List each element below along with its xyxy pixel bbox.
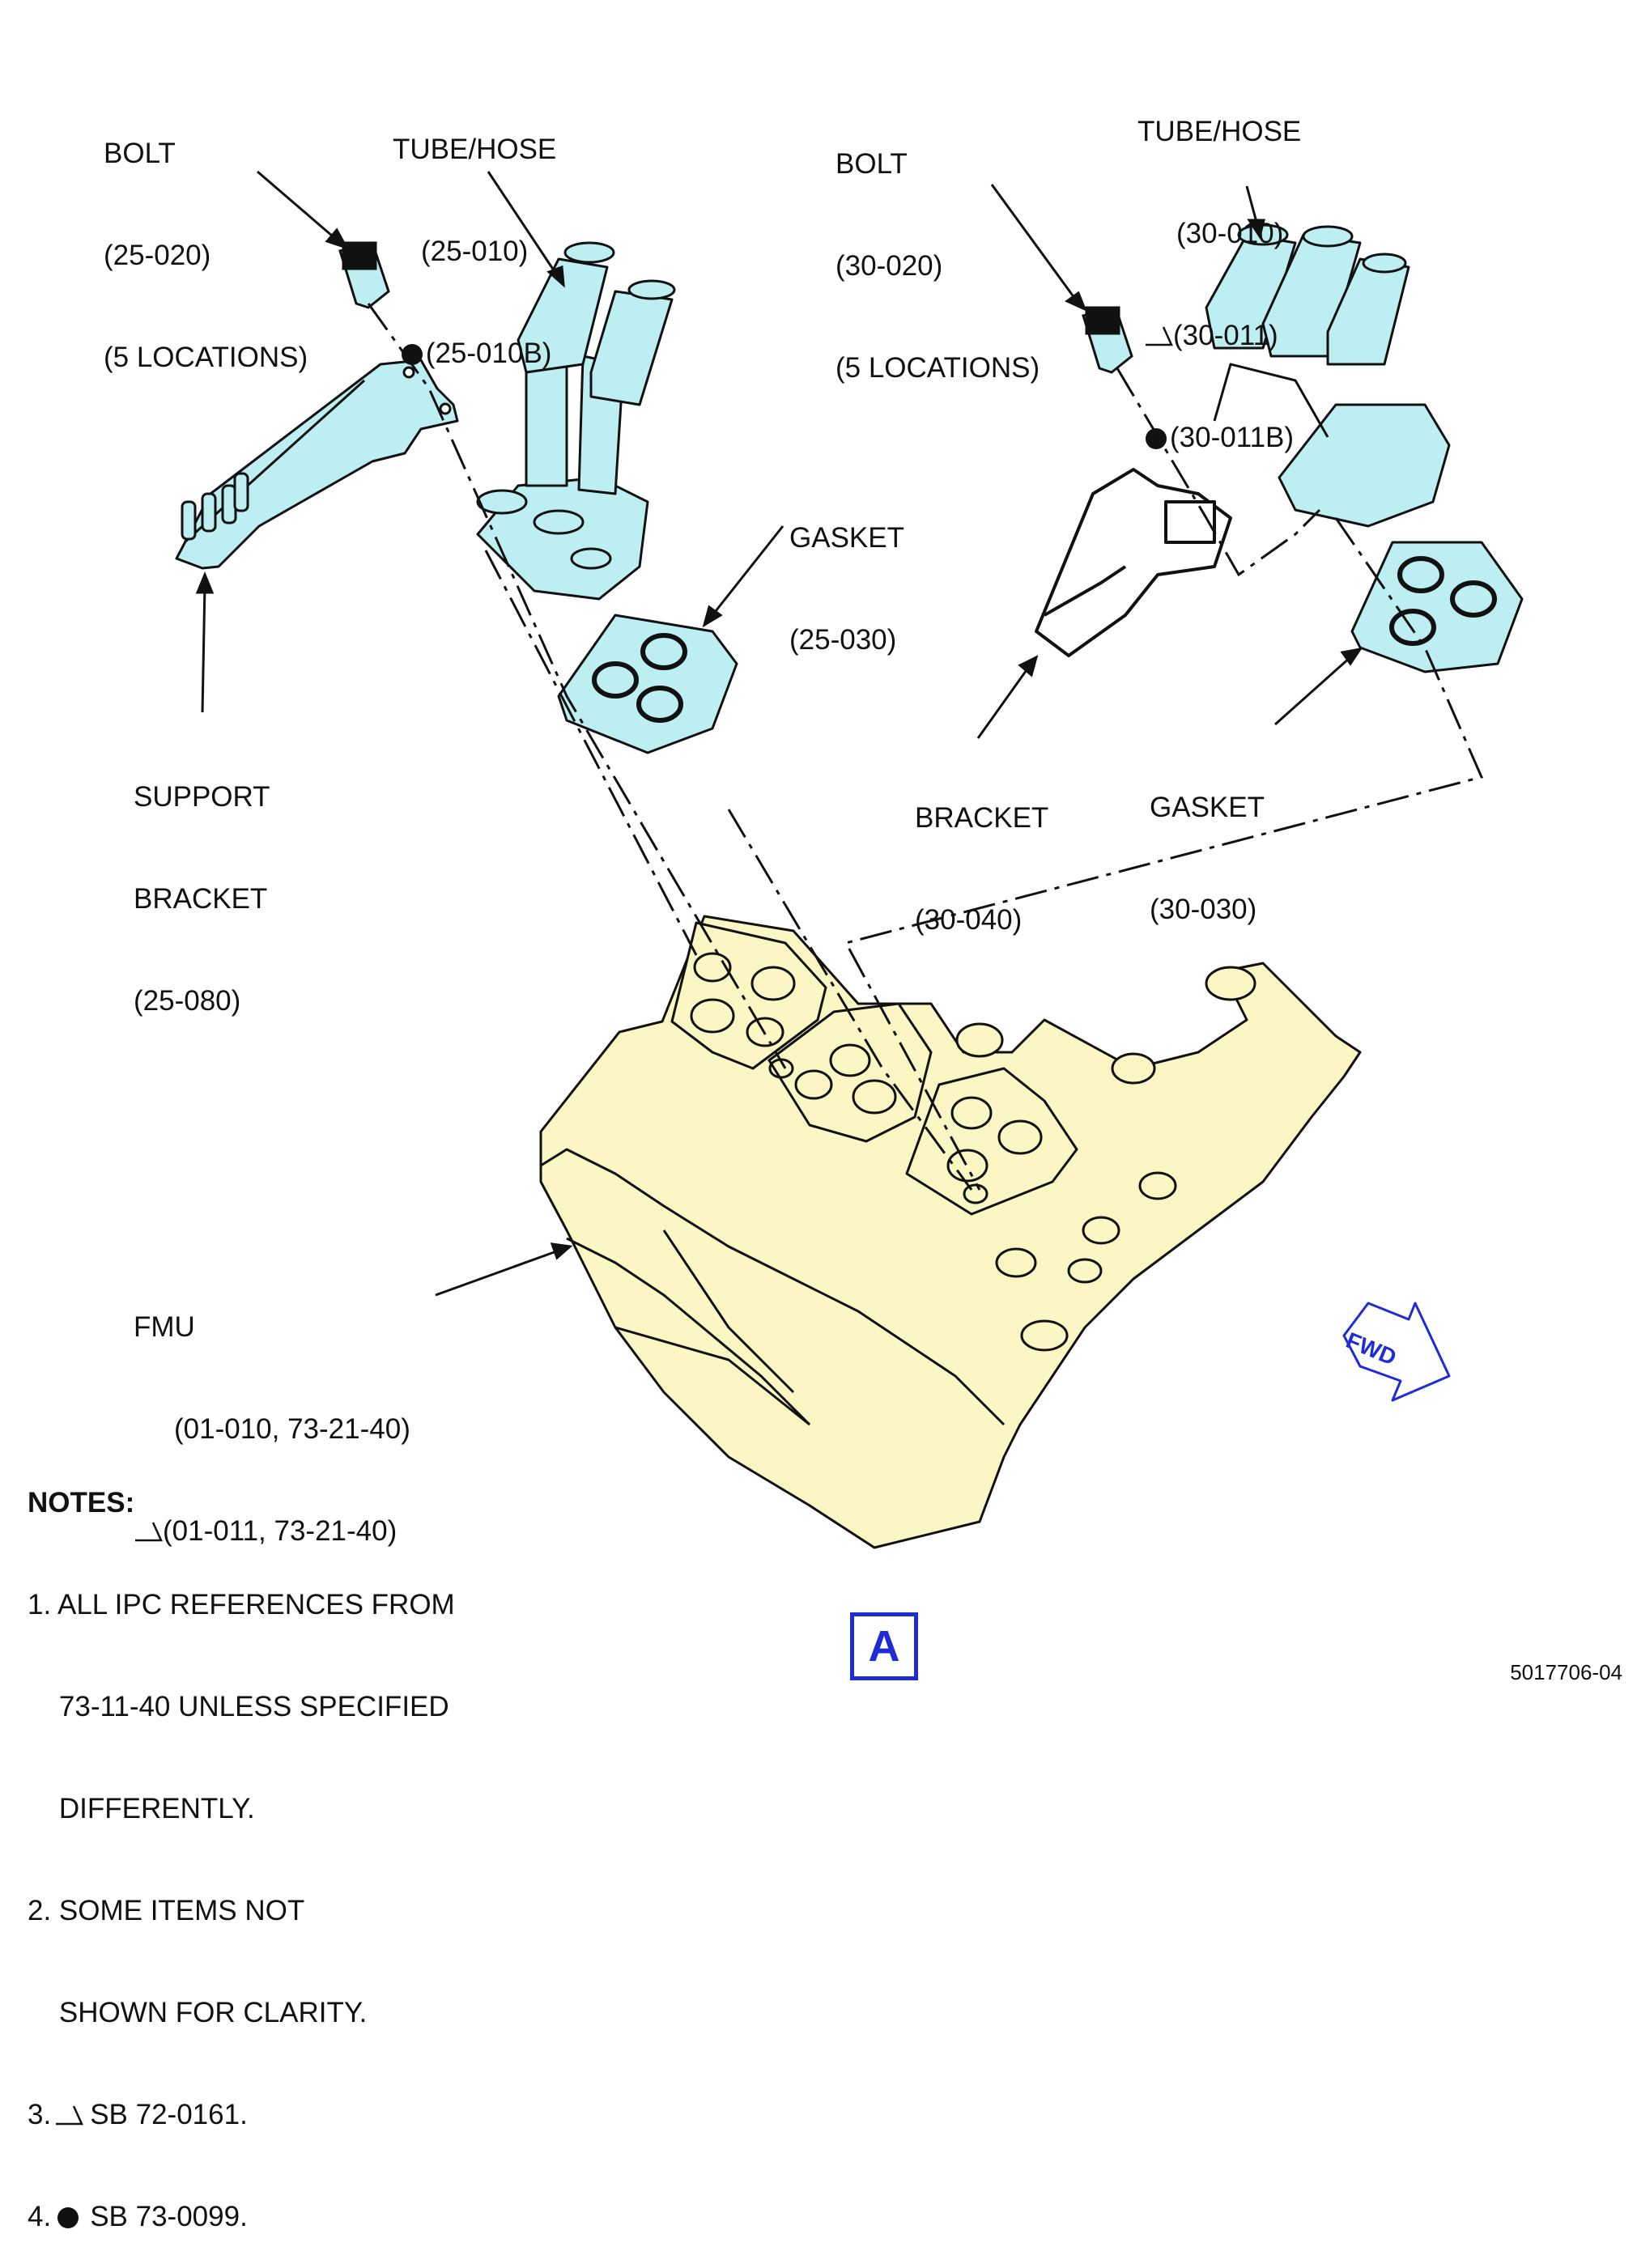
centerlines (367, 303, 1484, 1191)
gasket-right-label: GASKET (30-030) (1150, 723, 1265, 961)
bolt-right-label-line1: BOLT (836, 148, 908, 180)
tube-hose-right-label: TUBE/HOSE (30-010) (30-011) (30-011B) (1137, 47, 1301, 489)
fmu-label: FMU (01-010, 73-21-40) (01-011, 73-21-40… (134, 1242, 410, 1582)
note-2-line1: 2. SOME ITEMS NOT (28, 1895, 305, 1926)
support-bracket-part (175, 359, 459, 570)
note-1-line1: 1. ALL IPC REFERENCES FROM (28, 1589, 455, 1620)
gasket-right-line2: (30-030) (1150, 894, 1257, 925)
bolt-left-label-line1: BOLT (104, 138, 176, 169)
tube-hose-left-line3: (25-010B) (397, 337, 556, 371)
bolt-right-label-line3: (5 LOCATIONS) (836, 352, 1040, 384)
note-1-line2: 73-11-40 UNLESS SPECIFIED (28, 1691, 449, 1722)
bracket-line2: (30-040) (915, 904, 1023, 936)
fmu-line1: FMU (134, 1311, 195, 1343)
fmu-line2: (01-010, 73-21-40) (174, 1413, 410, 1445)
bolt-left-label-line2: (25-020) (104, 240, 211, 271)
triangle-icon (56, 2105, 84, 2126)
gasket-left-part (557, 614, 738, 754)
bolt-right-label-line2: (30-020) (836, 250, 943, 282)
bracket-label: BRACKET (30-040) (915, 733, 1048, 971)
dot-icon (1146, 428, 1167, 449)
triangle-icon (1146, 326, 1173, 346)
bolt-right-part (1082, 306, 1133, 374)
tube-hose-right-line1: TUBE/HOSE (1137, 116, 1302, 147)
note-3-number: 3. (28, 2099, 52, 2130)
figure-number: 5017706-04 (1510, 1660, 1622, 1684)
tube-hose-right-line3: (30-011) (1137, 319, 1301, 353)
fmu-line3: (01-011, 73-21-40) (134, 1514, 410, 1548)
support-bracket-line2: BRACKET (134, 883, 268, 915)
dot-icon (57, 2207, 79, 2228)
fmu-line3-text: (01-011, 73-21-40) (163, 1515, 398, 1547)
note-3-text: SB 72-0161. (90, 2099, 248, 2130)
tube-hose-right-line2: (30-010) (1176, 218, 1284, 249)
dot-icon (401, 344, 423, 365)
tube-hose-left-line1: TUBE/HOSE (393, 134, 557, 165)
tube-hose-left-part (476, 241, 676, 601)
note-1-line3: DIFFERENTLY. (28, 1793, 255, 1824)
bracket-part (1035, 468, 1232, 657)
tube-hose-right-line4: (30-011B) (1137, 421, 1301, 455)
bolt-left-part (338, 241, 390, 309)
support-bracket-line1: SUPPORT (134, 781, 270, 813)
note-3: 3. SB 72-0161. (28, 2098, 455, 2132)
gasket-left-label: GASKET (25-030) (789, 453, 904, 691)
gasket-right-part (1350, 541, 1524, 673)
tube-hose-left-line3-text: (25-010B) (425, 338, 552, 369)
bracket-line1: BRACKET (915, 802, 1049, 834)
gasket-right-line1: GASKET (1150, 792, 1265, 823)
notes-block: NOTES: 1. ALL IPC REFERENCES FROM 73-11-… (28, 1418, 455, 2268)
tube-hose-right-line4-text: (30-011B) (1170, 422, 1295, 453)
note-4-number: 4. (28, 2201, 52, 2232)
bolt-right-label: BOLT (30-020) (5 LOCATIONS) (836, 79, 1040, 419)
view-label-box: A (850, 1612, 918, 1680)
fwd-arrow-icon (1342, 1302, 1451, 1402)
support-bracket-line3: (25-080) (134, 985, 241, 1017)
gasket-left-line1: GASKET (789, 522, 904, 554)
gasket-left-line2: (25-030) (789, 624, 897, 656)
notes-heading: NOTES: (28, 1487, 135, 1518)
note-4: 4. SB 73-0099. (28, 2200, 455, 2234)
bolt-left-label-line3: (5 LOCATIONS) (104, 342, 308, 373)
triangle-icon (135, 1522, 163, 1542)
tube-hose-left-line2: (25-010) (420, 236, 529, 267)
fmu-body (539, 915, 1362, 1549)
leader-lines (195, 170, 1363, 1297)
tube-hose-right-line3-text: (30-011) (1173, 320, 1278, 351)
support-bracket-label: SUPPORT BRACKET (25-080) (134, 712, 270, 1052)
note-2-line2: SHOWN FOR CLARITY. (28, 1997, 368, 2028)
note-4-text: SB 73-0099. (90, 2201, 248, 2232)
tube-hose-left-label: TUBE/HOSE (25-010) (25-010B) (393, 65, 556, 405)
exploded-view-drawing (175, 170, 1524, 1549)
bolt-left-label: BOLT (25-020) (5 LOCATIONS) (104, 69, 308, 409)
tube-hose-right-part (1205, 223, 1451, 528)
